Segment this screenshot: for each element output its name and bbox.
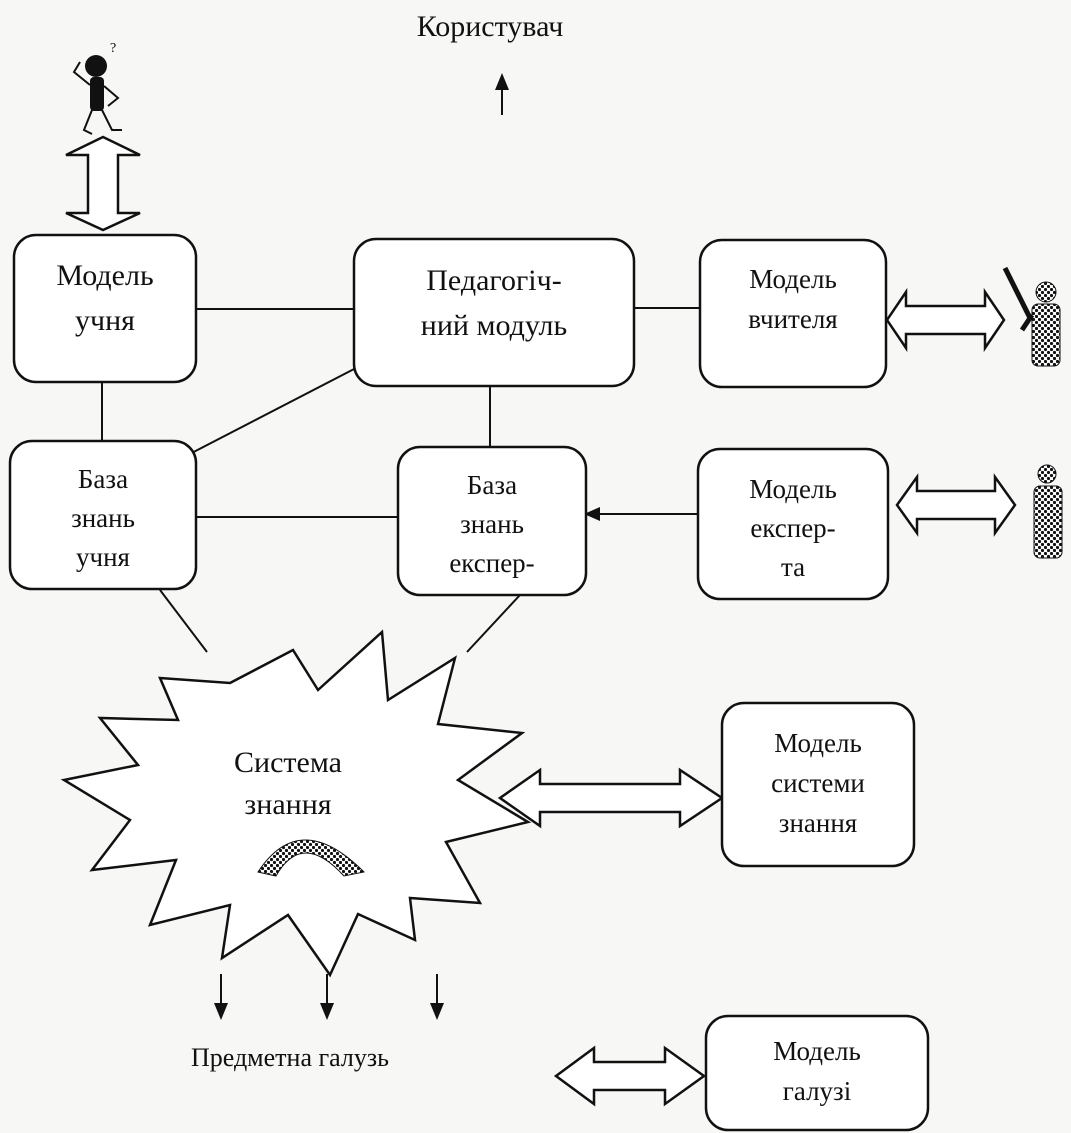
ks-model-line1: Модель [774, 728, 862, 758]
pedagogical-module-line1: Педагогіч- [426, 264, 561, 297]
pedagogical-module-line2: ний модуль [421, 309, 567, 342]
student-kb-line1: База [78, 464, 128, 494]
ks-model-line3: знання [779, 808, 857, 838]
user-label: Користувач [417, 10, 564, 43]
student-model-line2: учня [75, 304, 135, 337]
domain-model-line1: Модель [773, 1036, 861, 1066]
dotted-arc-icon [257, 839, 366, 877]
svg-text:?: ? [110, 41, 116, 56]
student-double-arrow [65, 135, 141, 232]
expert-person-icon [1033, 464, 1063, 559]
pedagogical-module-box: Педагогіч- ний модуль [352, 237, 636, 388]
thinking-person-icon: ? [72, 41, 122, 135]
ks-model-line2: системи [771, 768, 865, 798]
knowledge-system-line2: знання [244, 788, 331, 821]
user-up-arrow [495, 73, 509, 115]
expert-kb-line3: експер- [449, 548, 534, 578]
student-kb-line2: знань [71, 503, 135, 533]
teacher-double-arrow [885, 287, 1006, 353]
expert-model-box: Модель експер- та [696, 447, 890, 601]
domain-model-box: Модель галузі [704, 1014, 930, 1132]
teacher-model-line2: вчителя [748, 304, 837, 334]
expert-model-line2: експер- [750, 513, 835, 543]
teacher-model-box: Модель вчителя [698, 238, 888, 389]
expert-kb-line1: База [467, 470, 517, 500]
knowledge-system-model-box: Модель системи знання [720, 701, 916, 868]
knowledge-system-double-arrow [497, 767, 725, 829]
knowledge-system-line1: Система [234, 746, 342, 779]
expert-kb-line2: знань [460, 509, 524, 539]
down-arrows [214, 974, 444, 1020]
student-kb-line3: учня [76, 542, 130, 572]
domain-model-line2: галузі [783, 1076, 851, 1106]
arrow-expert-to-kb [584, 507, 698, 521]
subject-domain-label: Предметна галузь [191, 1043, 389, 1072]
expert-kb-box: База знань експер- [396, 445, 588, 597]
connection-lines [101, 307, 700, 653]
student-model-box: Модель учня [12, 233, 198, 384]
student-model-line1: Модель [56, 259, 153, 292]
teacher-pointer-icon [1002, 266, 1061, 367]
expert-model-line1: Модель [749, 474, 837, 504]
student-kb-box: База знань учня [8, 439, 198, 591]
expert-model-line3: та [781, 552, 805, 582]
expert-double-arrow [895, 473, 1017, 537]
domain-double-arrow [553, 1045, 707, 1107]
knowledge-system-burst [60, 629, 532, 978]
teacher-model-line1: Модель [749, 264, 837, 294]
